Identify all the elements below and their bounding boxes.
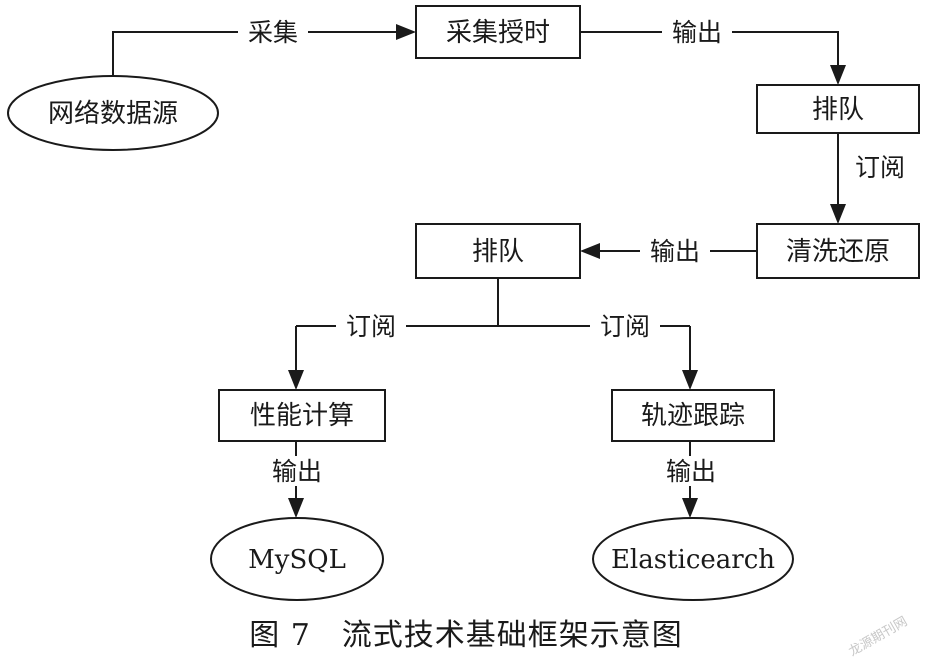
arrowhead <box>288 498 304 518</box>
edge-label-collect: 采集 <box>248 18 298 47</box>
node-label-elasticsearch: Elasticearch <box>611 545 775 575</box>
node-label-network-data-source: 网络数据源 <box>48 99 178 129</box>
node-label-performance-calc: 性能计算 <box>250 401 354 431</box>
node-clean-restore <box>756 223 920 279</box>
edge-label-output: 输出 <box>666 457 716 486</box>
edge-label-subscribe: 订阅 <box>346 312 396 341</box>
watermark: 龙源期刊网 <box>846 614 910 659</box>
node-label-mysql: MySQL <box>248 545 346 575</box>
edge-label-subscribe: 订阅 <box>600 312 650 341</box>
arrowhead <box>288 370 304 390</box>
arrowhead <box>396 24 416 40</box>
edge-queue2-split <box>295 278 691 374</box>
arrowhead <box>830 65 846 85</box>
node-label-queue-1: 排队 <box>812 95 864 125</box>
arrowhead <box>682 498 698 518</box>
edge-label-output: 输出 <box>650 237 700 266</box>
node-mysql <box>210 517 384 601</box>
figure-caption: 图 7 流式技术基础框架示意图 <box>249 618 683 653</box>
node-label-queue-2: 排队 <box>472 237 524 267</box>
arrowhead <box>580 243 600 259</box>
edge-label-output: 输出 <box>272 457 322 486</box>
arrowhead <box>682 370 698 390</box>
edge-label-output: 输出 <box>672 18 722 47</box>
node-collect-timing <box>415 5 581 59</box>
edge-label-subscribe: 订阅 <box>855 153 905 182</box>
node-trajectory-tracking <box>611 389 775 442</box>
node-label-collect-timing: 采集授时 <box>446 18 550 48</box>
node-performance-calc <box>218 389 386 442</box>
node-network-data-source <box>7 75 219 151</box>
node-label-clean-restore: 清洗还原 <box>786 237 890 267</box>
arrowhead <box>830 204 846 224</box>
node-queue-1 <box>756 84 920 134</box>
node-label-trajectory-tracking: 轨迹跟踪 <box>641 401 745 431</box>
node-queue-2 <box>415 223 581 279</box>
node-elasticsearch <box>592 517 794 601</box>
